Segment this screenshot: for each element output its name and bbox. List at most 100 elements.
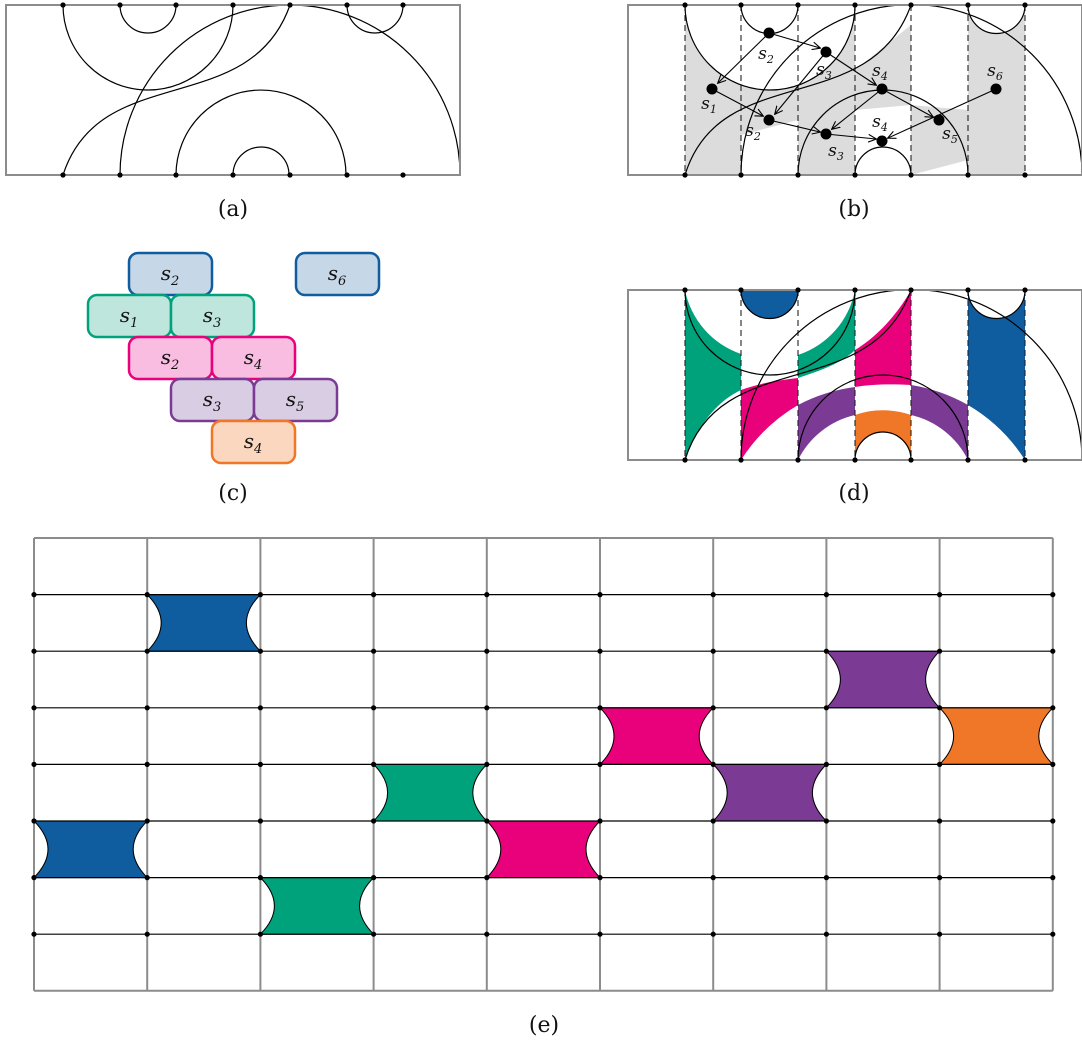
node xyxy=(706,83,718,95)
caption-a: (a) xyxy=(218,197,248,222)
grid-point xyxy=(937,705,943,711)
tile-magenta xyxy=(598,707,715,765)
grid-point xyxy=(597,592,603,598)
svg-text:s2: s2 xyxy=(161,345,180,373)
tile-green xyxy=(259,877,375,935)
grid-point xyxy=(1050,931,1056,937)
grid-point xyxy=(484,705,490,711)
node-label: s5 xyxy=(942,124,958,146)
node xyxy=(876,135,888,147)
grid-point xyxy=(823,648,830,654)
dashed-lines xyxy=(684,5,1026,175)
grid-point xyxy=(31,592,37,598)
grid-point xyxy=(371,648,377,654)
grid-point xyxy=(710,818,716,824)
grid-point xyxy=(144,818,150,824)
svg-text:s5: s5 xyxy=(286,387,305,415)
region-magenta xyxy=(741,378,798,460)
shade-region xyxy=(911,105,968,175)
panel-d: (d) xyxy=(627,287,1082,506)
grid-point xyxy=(257,761,263,768)
node-label: s3 xyxy=(828,141,844,163)
caption-d: (d) xyxy=(838,481,869,506)
svg-text:s4: s4 xyxy=(244,429,263,457)
grid-point xyxy=(371,705,377,711)
region-purple xyxy=(798,387,855,460)
grid-point xyxy=(937,761,943,768)
grid-point xyxy=(937,648,943,654)
node xyxy=(820,128,832,140)
arc xyxy=(175,89,347,176)
region-green xyxy=(685,290,741,460)
grid-point xyxy=(371,592,377,598)
grid-point xyxy=(597,875,603,881)
node xyxy=(763,114,775,126)
grid-point xyxy=(823,592,830,598)
arc xyxy=(346,4,404,34)
grid-point xyxy=(31,705,37,711)
node-label: s3 xyxy=(816,60,832,82)
grid-point xyxy=(823,818,830,824)
grid-point xyxy=(710,931,716,937)
grid-point xyxy=(371,761,377,768)
svg-text:s6: s6 xyxy=(328,261,347,289)
grid-point xyxy=(257,931,263,937)
grid-point xyxy=(484,592,490,598)
grid-point xyxy=(1050,875,1056,881)
tile: s1 xyxy=(86,293,173,339)
tile: s4 xyxy=(210,419,297,465)
dashed-lines xyxy=(684,290,1026,460)
grid-point xyxy=(937,818,943,824)
region-blue xyxy=(968,290,1025,460)
grid-point xyxy=(710,761,716,768)
node-label: s4 xyxy=(872,61,888,83)
tile: s6 xyxy=(294,251,381,297)
grid-point xyxy=(257,648,263,654)
arc xyxy=(232,146,290,176)
grid-point xyxy=(710,875,716,881)
grid-point xyxy=(484,648,490,654)
grid-point xyxy=(31,648,37,654)
panel-c: s2 s6 s1 s3 s2 s4 s3 s5 xyxy=(86,251,381,506)
shade-region xyxy=(855,25,911,110)
arc xyxy=(62,4,291,176)
grid-point xyxy=(597,761,603,768)
grid-point xyxy=(1050,592,1056,598)
panel-a: (a) xyxy=(5,2,461,222)
boundary-points xyxy=(60,2,406,178)
grid-point xyxy=(257,705,263,711)
dag-labels: s2 s3 s4 s6 s1 s2 s5 s3 s4 xyxy=(701,44,1003,163)
grid-point xyxy=(823,931,830,937)
svg-text:s3: s3 xyxy=(203,303,222,331)
tile-orange xyxy=(938,707,1054,765)
grid-point xyxy=(484,818,490,824)
tile-purple xyxy=(712,763,828,822)
region-blue xyxy=(741,290,798,319)
grid-point xyxy=(1050,818,1056,824)
caption-c: (c) xyxy=(218,481,248,506)
grid-point xyxy=(823,705,830,711)
tile: s4 xyxy=(210,335,297,381)
grid-point xyxy=(937,875,943,881)
grid-point xyxy=(31,875,37,881)
svg-text:s2: s2 xyxy=(161,261,180,289)
grid-point xyxy=(31,761,37,768)
panel-b: s2 s3 s4 s6 s1 s2 s5 s3 s4 (b) xyxy=(627,2,1082,222)
tile: s3 xyxy=(169,377,256,423)
grid-point xyxy=(1050,761,1056,768)
grid-point xyxy=(144,931,150,937)
grid-point xyxy=(257,875,263,881)
grid-point xyxy=(371,818,377,824)
grid-point xyxy=(597,931,603,937)
grid-point xyxy=(823,761,830,768)
node xyxy=(876,83,888,95)
node-label: s2 xyxy=(745,121,761,143)
arc xyxy=(119,4,461,176)
node xyxy=(763,27,775,39)
node xyxy=(990,83,1002,95)
caption-b: (b) xyxy=(838,197,869,222)
grid-point xyxy=(144,875,150,881)
tile: s5 xyxy=(252,377,339,423)
tile-blue xyxy=(146,594,262,652)
arc xyxy=(62,4,234,91)
